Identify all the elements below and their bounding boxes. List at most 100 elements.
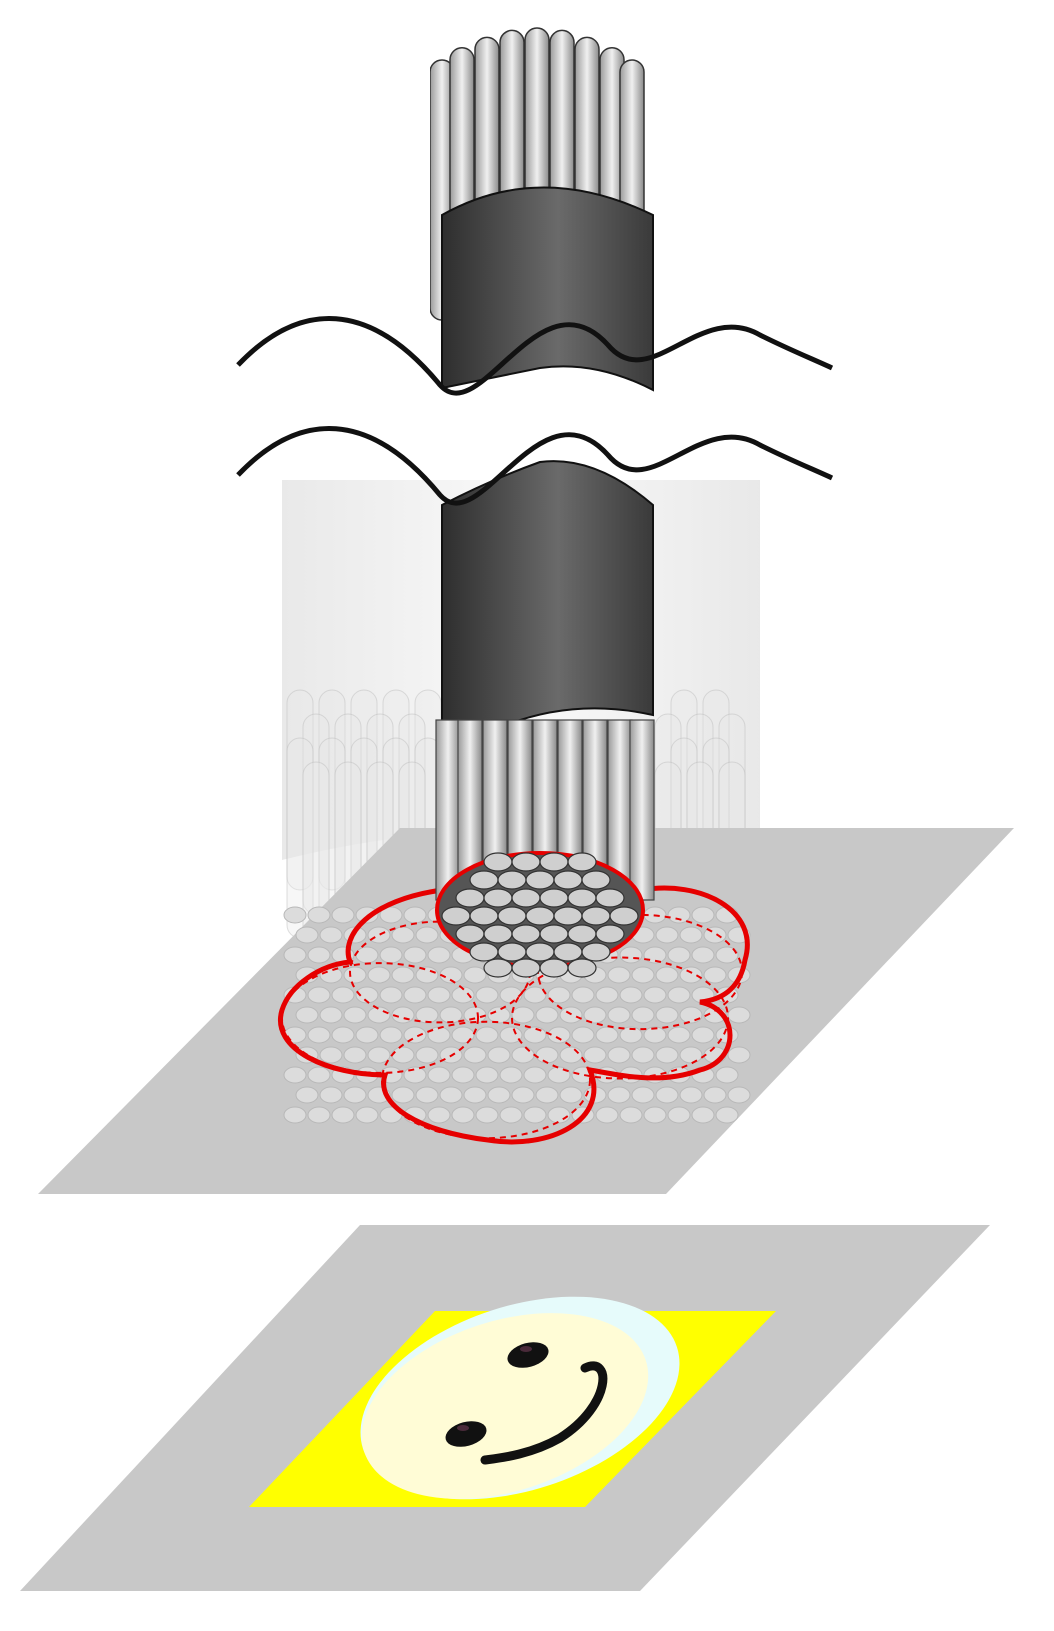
grid-cell [523,1106,547,1124]
grid-cell [427,1106,451,1124]
fiber-core [525,870,555,890]
grid-cell [463,966,487,984]
grid-cell [655,1086,679,1104]
grid-cell [367,1046,391,1064]
grid-cell [679,926,703,944]
grid-cell [691,1106,715,1124]
grid-cell [619,986,643,1004]
fiber-core [595,924,625,944]
grid-cell [703,966,727,984]
fiber-core [567,888,597,908]
grid-cell [331,906,355,924]
grid-cell [283,1106,307,1124]
grid-cell [343,1046,367,1064]
grid-cell [463,1006,487,1024]
grid-cell [679,1086,703,1104]
grid-cell [607,1006,631,1024]
fiber-core [455,888,485,908]
fiber-core [581,870,611,890]
fiber-core [539,924,569,944]
fiber-core [469,870,499,890]
grid-cell [499,1066,523,1084]
grid-cell [451,1026,475,1044]
grid-cell [427,1066,451,1084]
fiber-core [609,906,639,926]
grid-cell [571,986,595,1004]
grid-cell [343,966,367,984]
grid-cell [631,1086,655,1104]
grid-cell [355,986,379,1004]
grid-cell [595,1026,619,1044]
fiber-core [539,852,569,872]
grid-cell [691,1026,715,1044]
grid-cell [295,1086,319,1104]
grid-cell [523,986,547,1004]
fiber-core [497,906,527,926]
grid-cell [343,1006,367,1024]
grid-cell [367,966,391,984]
grid-cell [391,1086,415,1104]
scan-position-dashed [511,956,729,1080]
grid-cell [319,1086,343,1104]
grid-cell [727,1086,751,1104]
grid-cell [427,986,451,1004]
fiber-core [595,888,625,908]
grid-cell [487,1046,511,1064]
grid-cell [667,1106,691,1124]
grid-cell [403,906,427,924]
grid-cell [295,926,319,944]
grid-cell [295,966,319,984]
grid-cell [523,1066,547,1084]
grid-cell [595,1106,619,1124]
bundle-end-face [435,851,645,978]
grid-cell [595,986,619,1004]
fiber-core [525,906,555,926]
grid-cell [391,926,415,944]
grid-cell [319,926,343,944]
grid-cell [307,906,331,924]
grid-cell [355,946,379,964]
grid-cell [727,1006,751,1024]
grid-cell [487,1006,511,1024]
grid-cell [667,946,691,964]
grid-cell [667,986,691,1004]
smiley-face-icon [360,1296,680,1500]
grid-cell [631,1006,655,1024]
grid-cell [715,1066,739,1084]
grid-cell [511,1086,535,1104]
grid-cell [559,1046,583,1064]
grid-cell [379,946,403,964]
fiber-core [441,906,471,926]
grid-cell [331,986,355,1004]
fiber-core [483,888,513,908]
scan-region-outline [277,855,750,1145]
grid-cell [367,1006,391,1024]
grid-cell [499,1026,523,1044]
grid-cell [475,1106,499,1124]
grid-cell [331,1106,355,1124]
grid-cell [415,1006,439,1024]
grid-cell [511,1046,535,1064]
grid-cell [619,946,643,964]
grid-cell [523,1026,547,1044]
fiber-core [553,870,583,890]
fiber-core [469,906,499,926]
grid-cell [667,1026,691,1044]
grid-cell [451,986,475,1004]
grid-cell [355,1106,379,1124]
grid-cell [583,1046,607,1064]
grid-cell [307,1106,331,1124]
grid-cell [403,1026,427,1044]
grid-cell [475,1066,499,1084]
grid-cell [415,1086,439,1104]
grid-cell [427,1026,451,1044]
fiber-core [511,852,541,872]
grid-cell [643,986,667,1004]
fiber-strand [435,719,461,901]
fiber-core [483,852,513,872]
grid-cell [535,1086,559,1104]
grid-cell [307,946,331,964]
grid-cell [679,1006,703,1024]
grid-cell [679,966,703,984]
break-wave-icon [236,316,834,506]
